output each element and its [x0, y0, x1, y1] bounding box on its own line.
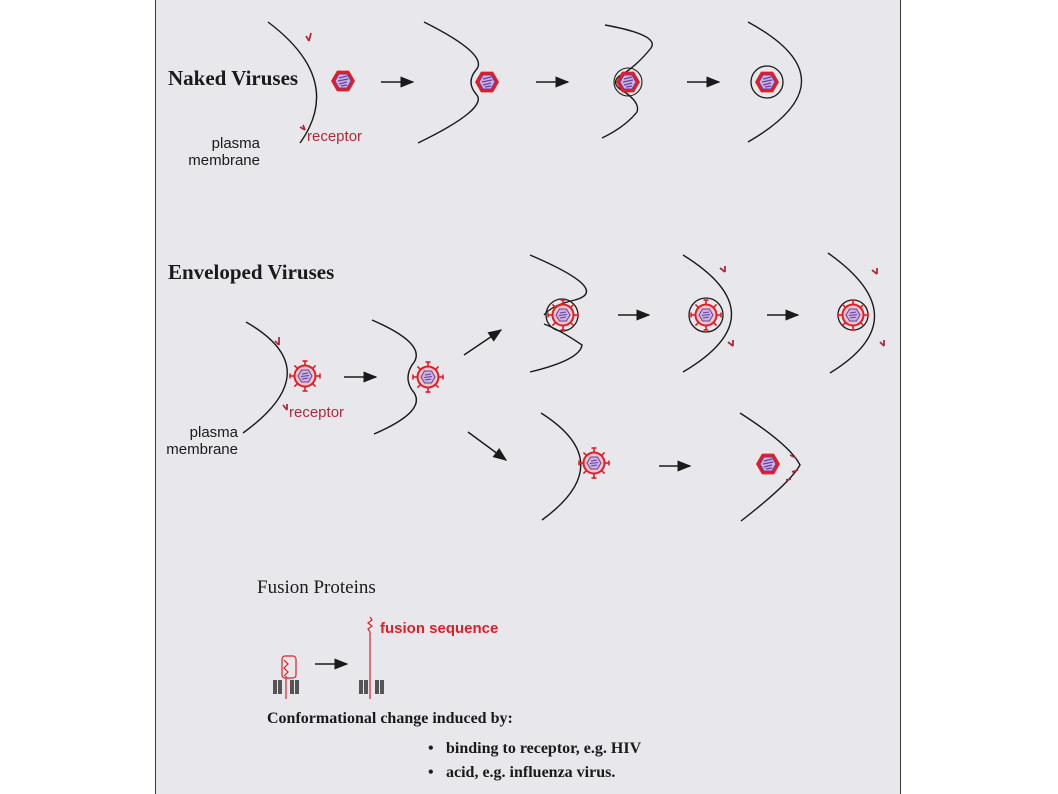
naked-virus-4 — [754, 70, 780, 94]
bullet-text: acid, e.g. influenza virus. — [446, 764, 616, 781]
naked-virus-2 — [474, 70, 500, 94]
naked-viruses-title: Naked Viruses — [168, 66, 299, 90]
naked-membrane-4 — [747, 21, 802, 143]
enveloped-membrane-label: plasma membrane — [166, 424, 238, 458]
env-membrane-7 — [739, 412, 801, 522]
env-membrane-2 — [371, 319, 418, 435]
receptor-marks — [274, 32, 885, 481]
naked-receptor-label: receptor — [307, 128, 363, 145]
process-arrows — [315, 76, 800, 670]
env-virus-3 — [547, 299, 579, 331]
bullet-text: binding to receptor, e.g. HIV — [446, 740, 642, 757]
bullet-item: •binding to receptor, e.g. HIV — [428, 740, 642, 757]
conformational-change-heading: Conformational change induced by: — [267, 710, 513, 727]
env-virus-6 — [578, 447, 610, 479]
membranes — [242, 21, 876, 522]
env-membrane-6 — [540, 412, 582, 521]
env-virus-2 — [412, 361, 444, 393]
env-virus-1 — [289, 360, 321, 392]
fusion-protein-after — [359, 616, 384, 699]
env-membrane-4 — [682, 254, 733, 373]
naked-membrane-label: plasma membrane — [188, 135, 260, 169]
naked-membrane-3 — [601, 24, 653, 139]
naked-membrane-1 — [267, 21, 318, 144]
fusion-proteins-title: Fusion Proteins — [257, 577, 376, 598]
env-membrane-1 — [242, 321, 288, 434]
env-virus-4 — [690, 299, 722, 331]
fusion-protein-before — [273, 655, 299, 699]
endosomes — [545, 65, 869, 333]
naked-membrane-2 — [417, 21, 480, 144]
bullet-item: •acid, e.g. influenza virus. — [428, 764, 616, 781]
released-capsid — [755, 453, 781, 475]
env-virus-5 — [837, 299, 869, 331]
fusion-sequence-label: fusion sequence — [380, 620, 499, 637]
env-membrane-5 — [827, 252, 876, 374]
naked-virus-1 — [330, 69, 356, 93]
enveloped-viruses-title: Enveloped Viruses — [168, 260, 335, 284]
enveloped-receptor-label: receptor — [289, 404, 345, 421]
